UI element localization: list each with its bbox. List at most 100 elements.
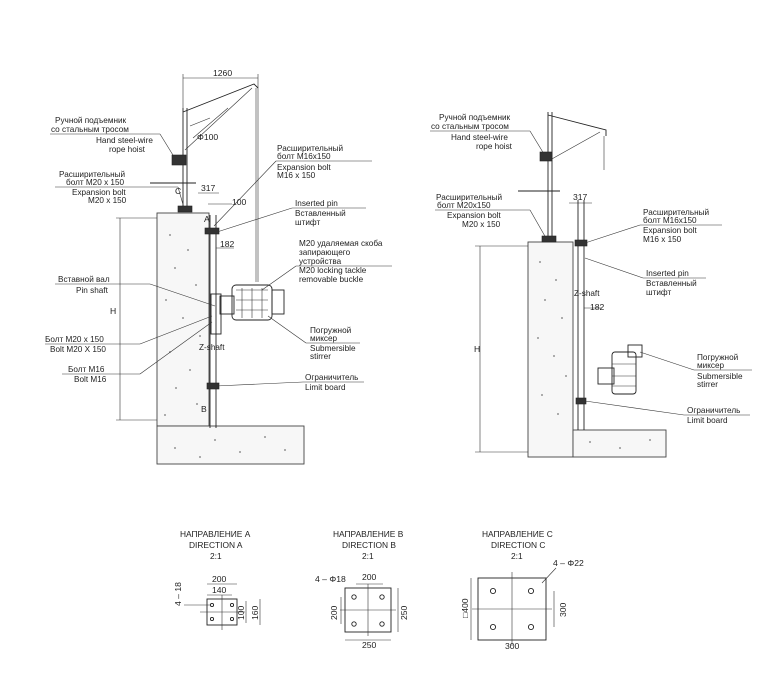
direction-b-dim-200v: 200 bbox=[329, 605, 339, 620]
direction-b-dim-250: 250 bbox=[362, 640, 377, 650]
direction-a-dim-200: 200 bbox=[212, 574, 227, 584]
direction-c-dim-300v: 300 bbox=[558, 602, 568, 617]
svg-text:Bolt M16: Bolt M16 bbox=[74, 375, 107, 384]
svg-text:M16 x 150: M16 x 150 bbox=[643, 235, 682, 244]
svg-text:Hand steel-wire: Hand steel-wire bbox=[96, 136, 153, 145]
svg-text:rope hoist: rope hoist bbox=[476, 142, 513, 151]
right-crane-jib bbox=[547, 114, 607, 136]
svg-text:Расширительный: Расширительный bbox=[59, 170, 125, 179]
right-callout-mixer: Погружной миксер Submersible stirrer bbox=[639, 351, 752, 389]
svg-text:Expansion bolt: Expansion bolt bbox=[277, 163, 331, 172]
left-concrete-wall bbox=[156, 212, 210, 427]
left-callout-mixer: Погружной миксер Submersible stirrer bbox=[267, 315, 360, 361]
direction-c-holes: 4 – Φ22 bbox=[553, 558, 584, 568]
direction-c-view: НАПРАВЛЕНИЕ C DIRECTION C 2:1 4 – Φ22 □4… bbox=[460, 529, 584, 651]
direction-c-title-en: DIRECTION C bbox=[491, 540, 545, 550]
right-callout-limit-board: Ограничитель Limit board bbox=[584, 400, 750, 425]
direction-b-title-en: DIRECTION B bbox=[342, 540, 396, 550]
svg-text:Limit board: Limit board bbox=[305, 383, 346, 392]
right-submersible-mixer bbox=[597, 344, 643, 395]
svg-text:M20 x 150: M20 x 150 bbox=[88, 196, 127, 205]
left-concrete-floor bbox=[156, 425, 305, 465]
left-callout-bolt-m20: Болт M20 x 150 Bolt M20 X 150 bbox=[45, 315, 213, 354]
svg-text:rope hoist: rope hoist bbox=[109, 145, 146, 154]
direction-b-dim-250v: 250 bbox=[399, 605, 409, 620]
svg-text:со стальным тросом: со стальным тросом bbox=[431, 122, 509, 131]
svg-text:Расширительный: Расширительный bbox=[436, 193, 502, 202]
left-callout-hoist: Ручной подъемник со стальным тросом Hand… bbox=[50, 116, 177, 161]
direction-c-dim-300: 300 bbox=[505, 641, 520, 651]
left-callout-inserted-pin: Inserted pin Вставленный штифт bbox=[216, 199, 366, 233]
svg-text:устройства: устройства bbox=[299, 257, 342, 266]
left-label-b: B bbox=[201, 404, 207, 414]
svg-text:миксер: миксер bbox=[310, 334, 338, 343]
svg-text:со стальным тросом: со стальным тросом bbox=[51, 125, 129, 134]
direction-b-scale: 2:1 bbox=[362, 551, 374, 561]
left-callout-expansion-m20: Расширительный болт M20 x 150 Expansion … bbox=[55, 170, 185, 209]
right-callout-expansion-m16: Расширительный болт M16x150 Expansion bo… bbox=[584, 208, 722, 244]
left-submersible-mixer bbox=[219, 284, 285, 321]
direction-a-dim-140: 140 bbox=[212, 585, 227, 595]
left-callout-expansion-m16: Расширительный болт M16x150 Expansion bo… bbox=[213, 144, 372, 227]
left-label-c: C bbox=[175, 186, 181, 196]
left-callout-limit-board: Ограничитель Limit board bbox=[215, 373, 364, 392]
svg-text:болт M16x150: болт M16x150 bbox=[277, 152, 331, 161]
direction-c-scale: 2:1 bbox=[511, 551, 523, 561]
svg-text:Expansion bolt: Expansion bolt bbox=[643, 226, 697, 235]
svg-text:Вставленный: Вставленный bbox=[295, 209, 346, 218]
svg-text:M16 x 150: M16 x 150 bbox=[277, 171, 316, 180]
left-label-a: A bbox=[204, 214, 210, 224]
svg-text:M20 x 150: M20 x 150 bbox=[462, 220, 501, 229]
direction-b-title-ru: НАПРАВЛЕНИЕ B bbox=[333, 529, 404, 539]
right-callout-expansion-m20: Расширительный болт M20x150 Expansion bo… bbox=[435, 193, 547, 239]
direction-b-view: НАПРАВЛЕНИЕ B DIRECTION B 2:1 4 – Φ18 20… bbox=[315, 529, 409, 650]
left-hoist-winch bbox=[171, 154, 187, 166]
svg-text:stirrer: stirrer bbox=[310, 352, 331, 361]
left-dim-182: 182 bbox=[220, 239, 235, 249]
svg-text:Ограничитель: Ограничитель bbox=[305, 373, 358, 382]
svg-text:stirrer: stirrer bbox=[697, 380, 718, 389]
svg-text:M20 locking tackle: M20 locking tackle bbox=[299, 266, 367, 275]
direction-a-title-en: DIRECTION A bbox=[189, 540, 243, 550]
svg-text:Вставленный: Вставленный bbox=[646, 279, 697, 288]
svg-text:Expansion bolt: Expansion bolt bbox=[72, 188, 126, 197]
svg-text:болт M16x150: болт M16x150 bbox=[643, 216, 697, 225]
direction-a-holes: 4 – 18 bbox=[173, 582, 183, 606]
svg-text:штифт: штифт bbox=[295, 218, 320, 227]
svg-text:Expansion bolt: Expansion bolt bbox=[447, 211, 501, 220]
right-callout-inserted-pin: Inserted pin Вставленный штифт bbox=[584, 257, 706, 297]
direction-a-scale: 2:1 bbox=[210, 551, 222, 561]
right-view: 317 182 H Z-shaft Ручной подъемник со ст… bbox=[430, 112, 752, 458]
svg-text:Submersible: Submersible bbox=[310, 344, 356, 353]
direction-b-holes: 4 – Φ18 bbox=[315, 574, 346, 584]
svg-text:Болт M16: Болт M16 bbox=[68, 365, 105, 374]
right-concrete-speckle bbox=[537, 261, 651, 449]
svg-text:removable buckle: removable buckle bbox=[299, 275, 364, 284]
left-dim-phi100: Φ100 bbox=[197, 132, 218, 142]
left-view: 1260 Φ100 C 317 100 A 182 H B Z-shaft Ру… bbox=[45, 68, 392, 465]
svg-text:запирающего: запирающего bbox=[299, 248, 351, 257]
right-callout-hoist: Ручной подъемник со стальным тросом Hand… bbox=[430, 113, 545, 155]
svg-text:Болт M20 x 150: Болт M20 x 150 bbox=[45, 335, 104, 344]
svg-text:миксер: миксер bbox=[697, 361, 725, 370]
left-dim-1260: 1260 bbox=[213, 68, 232, 78]
svg-text:Submersible: Submersible bbox=[697, 372, 743, 381]
svg-text:Hand steel-wire: Hand steel-wire bbox=[451, 133, 508, 142]
svg-text:Inserted pin: Inserted pin bbox=[295, 199, 338, 208]
svg-text:болт M20x150: болт M20x150 bbox=[437, 201, 491, 210]
svg-text:болт M20 x 150: болт M20 x 150 bbox=[66, 178, 125, 187]
svg-text:Bolt M20 X 150: Bolt M20 X 150 bbox=[50, 345, 106, 354]
left-callout-bolt-m16: Болт M16 Bolt M16 bbox=[62, 321, 213, 384]
right-label-zshaft: Z-shaft bbox=[574, 289, 600, 298]
left-label-zshaft: Z-shaft bbox=[199, 343, 225, 352]
direction-a-dim-160: 160 bbox=[250, 605, 260, 620]
right-concrete-floor bbox=[572, 429, 667, 458]
direction-a-title-ru: НАПРАВЛЕНИЕ A bbox=[180, 529, 251, 539]
svg-text:Ручной подъемник: Ручной подъемник bbox=[439, 113, 511, 122]
svg-text:Ручной подъемник: Ручной подъемник bbox=[55, 116, 127, 125]
svg-text:Вставной вал: Вставной вал bbox=[58, 275, 110, 284]
svg-text:Ограничитель: Ограничитель bbox=[687, 406, 740, 415]
right-concrete-wall bbox=[527, 241, 574, 458]
svg-text:Погружной: Погружной bbox=[310, 326, 351, 335]
